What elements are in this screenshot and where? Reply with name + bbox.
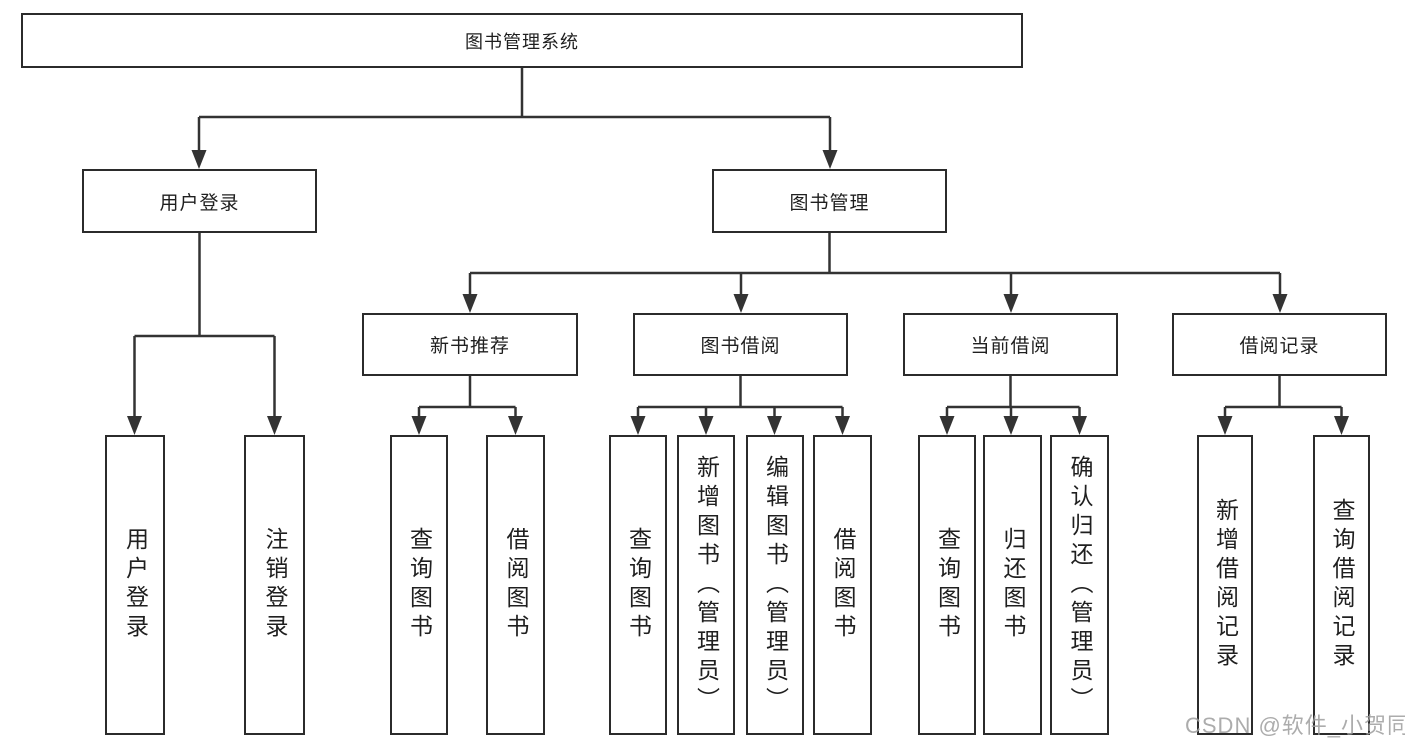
node-new-book-recommend: 新书推荐 xyxy=(362,313,578,376)
leaf-newbook-query-books: 查询图书 xyxy=(390,435,448,735)
leaf-user-login: 用户登录 xyxy=(105,435,165,735)
leaf-current-query-books: 查询图书 xyxy=(918,435,976,735)
leaf-edit-books-admin: 编辑图书（管理员） xyxy=(746,435,804,735)
leaf-return-books: 归还图书 xyxy=(983,435,1042,735)
leaf-query-borrow-record: 查询借阅记录 xyxy=(1313,435,1370,735)
leaf-newbook-borrow-books: 借阅图书 xyxy=(486,435,545,735)
node-book-management: 图书管理 xyxy=(712,169,947,233)
leaf-add-books-admin: 新增图书（管理员） xyxy=(677,435,735,735)
leaf-borrow-books: 借阅图书 xyxy=(813,435,872,735)
watermark: CSDN @软件_小贺同学 xyxy=(1185,713,1405,738)
leaf-borrow-query-books: 查询图书 xyxy=(609,435,667,735)
node-borrow-record: 借阅记录 xyxy=(1172,313,1387,376)
leaf-add-borrow-record: 新增借阅记录 xyxy=(1197,435,1253,735)
leaf-confirm-return-admin: 确认归还（管理员） xyxy=(1050,435,1109,735)
node-book-borrow: 图书借阅 xyxy=(633,313,848,376)
node-user-login: 用户登录 xyxy=(82,169,317,233)
node-library-system: 图书管理系统 xyxy=(21,13,1023,68)
leaf-logout: 注销登录 xyxy=(244,435,305,735)
node-current-borrow: 当前借阅 xyxy=(903,313,1118,376)
